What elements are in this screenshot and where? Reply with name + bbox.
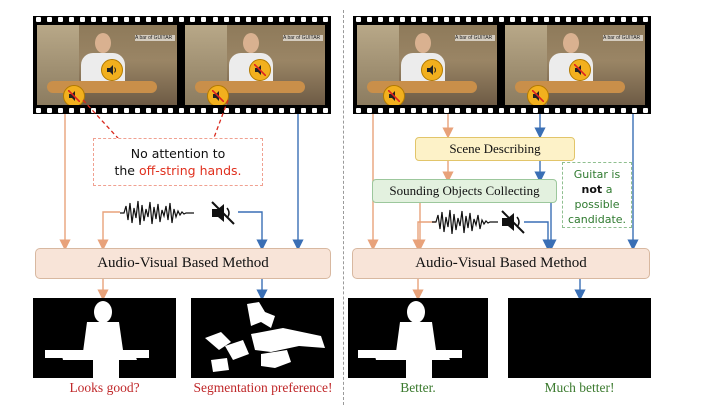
caption-better: Better. bbox=[400, 380, 436, 395]
sounding-objects-box: Sounding Objects Collecting bbox=[372, 179, 557, 203]
muted-speaker-icon bbox=[569, 59, 591, 81]
muted-speaker-icon bbox=[249, 59, 271, 81]
av-method-box: Audio-Visual Based Method bbox=[352, 248, 650, 279]
caption-much-better: Much better! bbox=[544, 380, 615, 395]
muted-speaker-icon bbox=[501, 210, 525, 234]
segmentation-mask bbox=[508, 298, 651, 378]
video-frame: A bar of GUITAR bbox=[357, 25, 497, 105]
scene-describing-label: Scene Describing bbox=[449, 141, 541, 156]
sounding-objects-label: Sounding Objects Collecting bbox=[389, 183, 540, 198]
audio-waveform-icon bbox=[120, 200, 194, 226]
segmentation-mask bbox=[191, 298, 334, 378]
note-bold-not: not bbox=[581, 183, 603, 196]
note-highlight: off-string hands. bbox=[138, 163, 242, 178]
muted-speaker-icon bbox=[383, 85, 405, 105]
av-method-label: Audio-Visual Based Method bbox=[415, 255, 587, 271]
segmentation-mask bbox=[348, 298, 488, 378]
caption-segmentation-preference: Segmentation preference! bbox=[193, 380, 333, 395]
caption-looks-good: Looks good? bbox=[69, 380, 140, 395]
note-line-1: No attention to bbox=[130, 146, 226, 161]
speaker-icon bbox=[421, 59, 443, 81]
muted-speaker-icon bbox=[527, 85, 549, 105]
muted-speaker-icon bbox=[211, 201, 235, 225]
attention-note: No attention to the off-string hands. bbox=[93, 138, 263, 186]
av-method-label: Audio-Visual Based Method bbox=[97, 255, 269, 271]
audio-waveform-icon bbox=[432, 209, 498, 235]
muted-speaker-icon bbox=[207, 85, 229, 105]
film-strip-right: A bar of GUITAR A bar of GUITAR bbox=[353, 16, 651, 114]
video-frame: A bar of GUITAR bbox=[185, 25, 325, 105]
panel-divider bbox=[343, 10, 344, 405]
note-line-2: the off-string hands. bbox=[114, 163, 242, 178]
muted-speaker-icon bbox=[63, 85, 85, 105]
video-frame: A bar of GUITAR bbox=[505, 25, 645, 105]
segmentation-mask bbox=[33, 298, 176, 378]
film-strip-left: A bar of GUITAR A bar of GUITAR bbox=[33, 16, 331, 114]
speaker-icon bbox=[101, 59, 123, 81]
av-method-box: Audio-Visual Based Method bbox=[35, 248, 331, 279]
video-frame: A bar of GUITAR bbox=[37, 25, 177, 105]
guitar-candidate-note: Guitar is not a possible candidate. bbox=[562, 162, 632, 228]
scene-describing-box: Scene Describing bbox=[415, 137, 575, 161]
